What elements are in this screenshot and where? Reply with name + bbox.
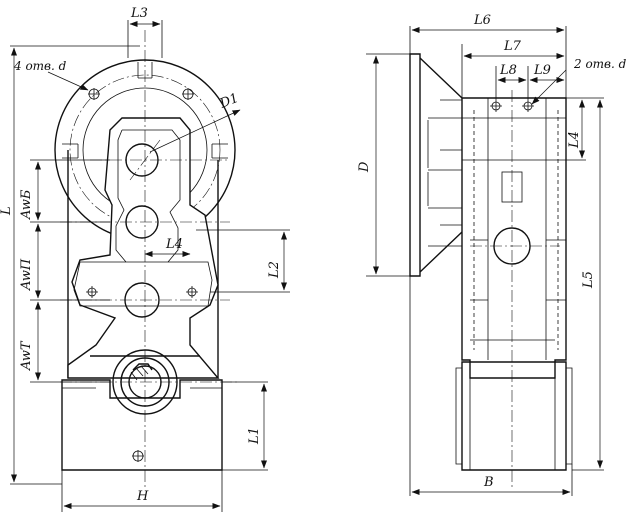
side-housing-steps [470, 239, 566, 301]
label-holes-right: 2 отв. d [573, 57, 627, 71]
ext-B [409, 276, 573, 496]
base-hole [132, 450, 144, 462]
label-B: B [483, 475, 494, 490]
side-view [366, 26, 604, 496]
label-holes-left: 4 отв. d [13, 59, 67, 73]
front-view [10, 20, 290, 512]
flange-hole [182, 88, 194, 100]
leader-holes-left [47, 71, 89, 91]
label-L9: L9 [533, 63, 551, 78]
label-H: H [136, 489, 149, 504]
label-AwB: AwБ [19, 189, 34, 220]
keyway-hatch [130, 365, 149, 381]
label-AwT: AwТ [19, 340, 34, 371]
side-cone-ribs [427, 117, 462, 247]
label-L5: L5 [581, 271, 596, 289]
side-flange-plate [409, 53, 421, 277]
label-L2: L2 [267, 261, 282, 279]
side-base-inner [469, 362, 556, 470]
gear-housing [67, 117, 220, 379]
ext-L6 [409, 26, 567, 98]
ext-D [366, 53, 410, 277]
side-housing-hidden [473, 110, 559, 350]
ext-L8-L9 [495, 66, 529, 100]
label-D: D [357, 161, 372, 173]
label-L7: L7 [503, 39, 522, 54]
flange-slot-right [211, 143, 228, 159]
keyway [132, 363, 153, 371]
side-flange-cone [419, 57, 463, 273]
ear-hole [186, 286, 198, 298]
label-L4-right: L4 [567, 131, 582, 149]
label-L6: L6 [473, 13, 491, 28]
label-L8: L8 [499, 63, 517, 78]
leader-holes-right [531, 69, 567, 105]
flange-hole [88, 88, 100, 100]
flange-slot-left [62, 143, 79, 159]
label-D1: D1 [217, 91, 241, 112]
extension-h [61, 470, 223, 512]
ext-L4-right [566, 97, 604, 161]
centerline-diagonal [129, 139, 161, 181]
side-hole [522, 100, 534, 112]
flange-bolt-circle [69, 74, 221, 226]
label-L4-left: L4 [165, 237, 183, 252]
base-block [61, 379, 223, 471]
side-hole [490, 100, 502, 112]
side-cone-ribs [440, 99, 462, 226]
side-housing [461, 97, 567, 379]
label-L3: L3 [130, 6, 148, 21]
housing-inner-contour [122, 129, 181, 263]
label-L1: L1 [247, 427, 262, 445]
housing-inner-contour [115, 129, 127, 263]
side-housing-horizontal [462, 117, 566, 341]
side-housing-inner [487, 98, 547, 360]
label-L: L [0, 206, 14, 216]
label-AwP: AwП [19, 258, 34, 291]
dim-line-D1 [149, 109, 241, 153]
mounting-ear [73, 261, 213, 307]
extension-l3 [127, 20, 163, 58]
ear-hole [86, 286, 98, 298]
